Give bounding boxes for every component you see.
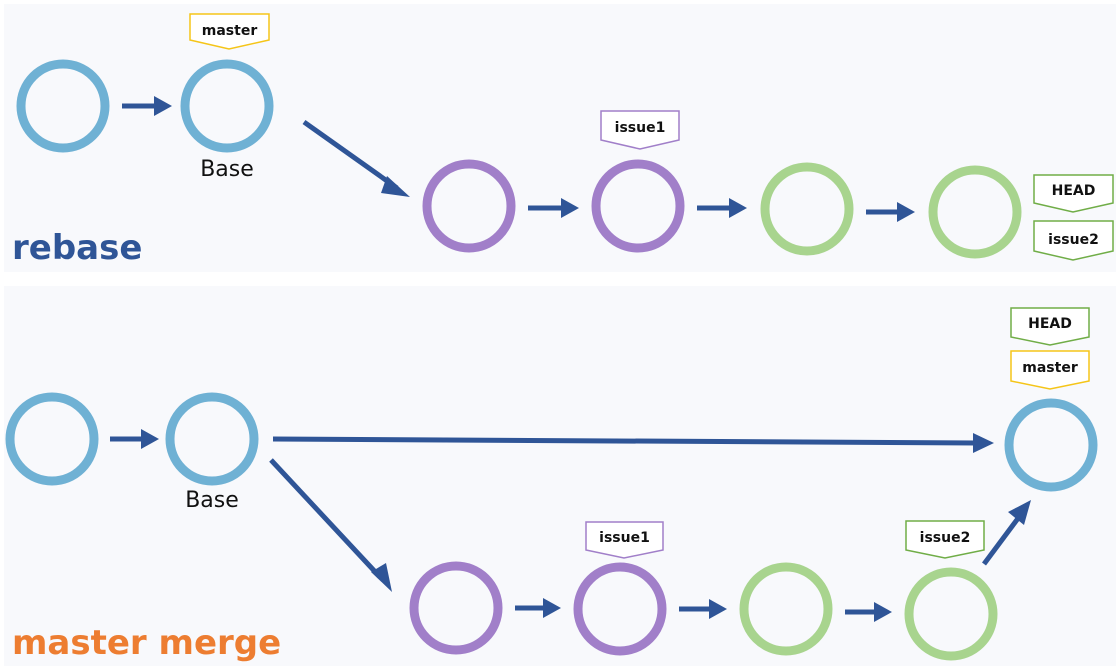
rebase-commit-issue1-b: [591, 159, 685, 253]
rebase-tag-master-label: master: [202, 23, 258, 39]
rebase-panel: [4, 4, 1116, 272]
merge-commit-base: [165, 392, 259, 486]
merge-commit-merged: [1004, 398, 1098, 492]
rebase-title: rebase: [12, 228, 142, 268]
rebase-tag-head-label: HEAD: [1052, 183, 1096, 199]
merge-commit-1: [5, 392, 99, 486]
merge-tag-master-label: master: [1022, 360, 1078, 376]
rebase-tag-head: HEAD: [1033, 174, 1114, 213]
rebase-tag-issue1-label: issue1: [615, 120, 666, 136]
merge-arrow-diagonal: [269, 458, 392, 592]
merge-tag-issue1: issue1: [585, 521, 664, 559]
merge-commit-issue2-b: [904, 567, 998, 661]
rebase-tag-master: master: [189, 13, 270, 50]
merge-arrow-2: [515, 598, 561, 618]
rebase-arrow-4: [866, 202, 915, 222]
merge-tag-head-label: HEAD: [1028, 316, 1072, 332]
rebase-arrow-2: [528, 198, 579, 218]
rebase-tag-issue2: issue2: [1033, 220, 1114, 261]
merge-panel: [4, 286, 1116, 666]
rebase-arrow-diagonal: [302, 119, 410, 197]
merge-tag-issue2: issue2: [905, 520, 985, 559]
merge-tag-issue1-label: issue1: [599, 530, 650, 546]
rebase-commit-issue1-a: [422, 159, 516, 253]
merge-arrow-4: [845, 602, 892, 622]
merge-tag-master: master: [1010, 350, 1090, 390]
merge-title: master merge: [12, 623, 281, 663]
rebase-commit-issue2-b: [928, 165, 1022, 259]
merge-arrow-long: [272, 433, 994, 453]
rebase-tag-issue2-label: issue2: [1048, 232, 1099, 248]
merge-commit-issue1-a: [409, 561, 503, 655]
merge-commit-issue1-b: [573, 562, 667, 656]
merge-arrow-up: [981, 500, 1031, 566]
rebase-base-label: Base: [200, 157, 254, 182]
merge-tag-head: HEAD: [1010, 307, 1090, 346]
rebase-commit-issue2-a: [760, 162, 854, 256]
merge-arrow-3: [679, 599, 727, 619]
rebase-arrow-3: [697, 198, 747, 218]
rebase-commit-base: [180, 59, 274, 153]
rebase-commit-1: [16, 59, 110, 153]
rebase-arrow-1: [122, 96, 172, 116]
merge-base-label: Base: [185, 488, 239, 513]
merge-commit-issue2-a: [739, 562, 833, 656]
merge-tag-issue2-label: issue2: [920, 530, 971, 546]
merge-arrow-1: [110, 429, 159, 449]
rebase-tag-issue1: issue1: [600, 110, 680, 150]
